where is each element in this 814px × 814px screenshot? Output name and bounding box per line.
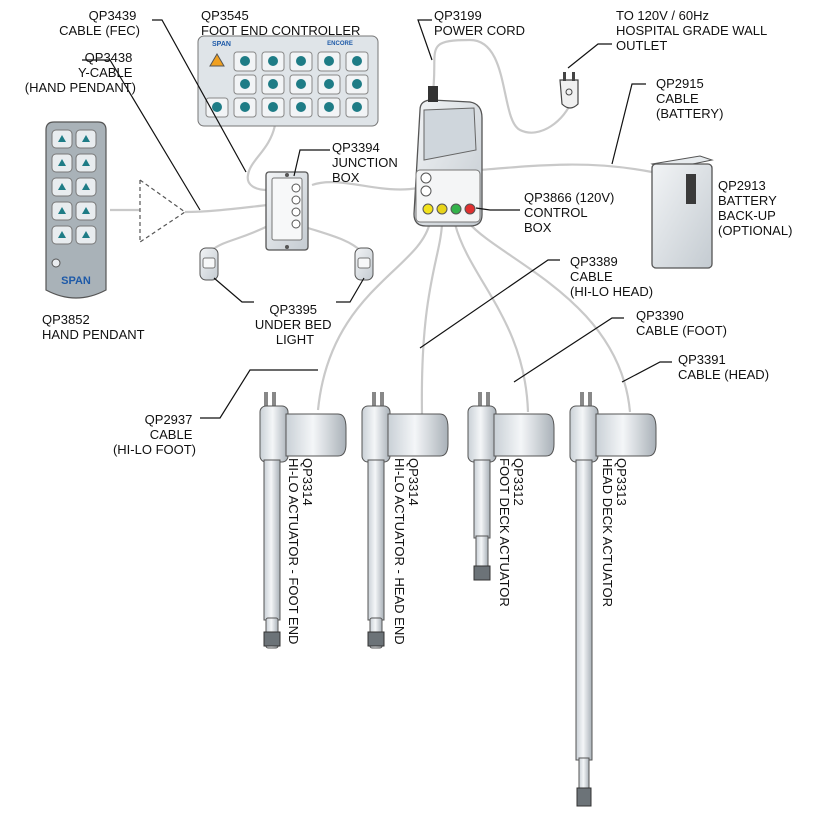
lock-icon [296, 56, 306, 66]
controller-button-grid [205, 51, 369, 118]
lock-icon [268, 56, 278, 66]
actuator-hilo-foot [259, 392, 347, 649]
under-bed-light-right [354, 247, 374, 281]
arrow-icon [296, 102, 306, 112]
label-power-cord: QP3199 POWER CORD [434, 8, 525, 38]
battery-backup [650, 155, 714, 269]
label-battery-backup: QP2913 BATTERY BACK-UP (OPTIONAL) [718, 178, 792, 238]
arrow-icon [268, 79, 278, 89]
arrow-icon [324, 102, 334, 112]
control-box-port-2 [420, 185, 432, 197]
label-actuator-hilo-foot: QP3314 HI-LO ACTUATOR - FOOT END [286, 458, 315, 644]
label-cable-head: QP3391 CABLE (HEAD) [678, 352, 769, 382]
arrow-icon [324, 79, 334, 89]
controller-model: ENCORE [327, 41, 353, 47]
label-cable-hilo-foot: QP2937 CABLE (HI-LO FOOT) [113, 412, 196, 457]
lock-icon [240, 56, 250, 66]
actuator-hilo-head [361, 392, 449, 649]
hilo-head-cable-line [420, 223, 444, 416]
battery-cable-line [479, 163, 653, 174]
arrow-icon [82, 231, 90, 238]
arrow-icon [82, 207, 90, 214]
label-actuator-foot-deck: QP3312 FOOT DECK ACTUATOR [497, 458, 526, 607]
control-box-plug [428, 86, 438, 102]
label-y-cable: QP3438 Y-CABLE (HAND PENDANT) [25, 50, 136, 95]
arrow-icon [296, 79, 306, 89]
label-control-box: QP3866 (120V) CONTROL BOX [524, 190, 618, 235]
hilo-foot-cable-line [316, 221, 432, 411]
lock-icon [352, 56, 362, 66]
cables [110, 38, 653, 416]
led-green [450, 203, 462, 215]
label-junction-box: QP3394 JUNCTION BOX [332, 140, 401, 185]
arrow-icon [240, 102, 250, 112]
pendant-light-button[interactable] [51, 258, 61, 268]
junction-box-screw-bottom [285, 245, 289, 249]
label-hand-pendant: QP3852 HAND PENDANT [42, 312, 145, 342]
arrow-icon [352, 102, 362, 112]
light-cable-right [307, 226, 363, 253]
arrow-icon [82, 135, 90, 142]
y-cable-splitter [139, 179, 187, 243]
fec-cable-line [246, 124, 277, 192]
arrow-icon [58, 231, 66, 238]
junction-box-ports [291, 183, 301, 229]
foot-end-controller: SPAN ENCORE [197, 35, 379, 127]
label-cable-fec: QP3439 CABLE (FEC) [59, 8, 140, 38]
control-box-port-1 [420, 172, 432, 184]
foot-cable-line [453, 223, 530, 413]
arrow-icon [212, 102, 222, 112]
label-actuator-head-deck: QP3313 HEAD DECK ACTUATOR [600, 458, 629, 607]
plug-icon [559, 72, 579, 109]
control-box [413, 86, 483, 227]
led-red [464, 203, 476, 215]
actuator-head-deck [569, 392, 657, 807]
arrow-icon [82, 159, 90, 166]
arrow-icon [82, 183, 90, 190]
label-wall-outlet: TO 120V / 60Hz HOSPITAL GRADE WALL OUTLE… [616, 8, 770, 53]
arrow-icon [268, 102, 278, 112]
leader-lines [82, 19, 672, 419]
actuator-foot-deck [467, 392, 555, 581]
label-actuator-hilo-head: QP3314 HI-LO ACTUATOR - HEAD END [392, 458, 421, 645]
under-bed-light-left [199, 247, 219, 281]
led-yellow-2 [436, 203, 448, 215]
arrow-icon [58, 207, 66, 214]
junction-box [265, 171, 309, 251]
light-cable-left [211, 224, 271, 251]
pendant-button-grid [51, 129, 97, 245]
junction-box-screw [285, 173, 289, 177]
y-cable-line [184, 203, 269, 214]
arrow-icon [58, 159, 66, 166]
battery-body [651, 163, 713, 269]
label-cable-hilo-head: QP3389 CABLE (HI-LO HEAD) [570, 254, 653, 299]
pendant-brand: SPAN [61, 275, 91, 287]
control-box-top [423, 107, 477, 161]
y-cable [139, 179, 187, 243]
label-cable-foot: QP3390 CABLE (FOOT) [636, 308, 727, 338]
arrow-icon [58, 183, 66, 190]
hand-pendant: SPAN [45, 121, 107, 299]
label-under-bed-light: QP3395 UNDER BED LIGHT [255, 302, 335, 347]
head-cable-line [467, 221, 632, 413]
label-cable-battery: QP2915 CABLE (BATTERY) [656, 76, 723, 121]
arrow-icon [58, 135, 66, 142]
label-foot-end-controller: QP3545 FOOT END CONTROLLER [201, 8, 360, 38]
arrow-icon [240, 79, 250, 89]
arrow-icon [352, 79, 362, 89]
junction-to-control-cable [311, 181, 419, 191]
battery-label [686, 174, 696, 204]
warning-icon [209, 53, 225, 67]
lock-icon [324, 56, 334, 66]
power-cord-line [430, 38, 574, 134]
led-yellow-1 [422, 203, 434, 215]
controller-brand: SPAN [212, 41, 231, 48]
